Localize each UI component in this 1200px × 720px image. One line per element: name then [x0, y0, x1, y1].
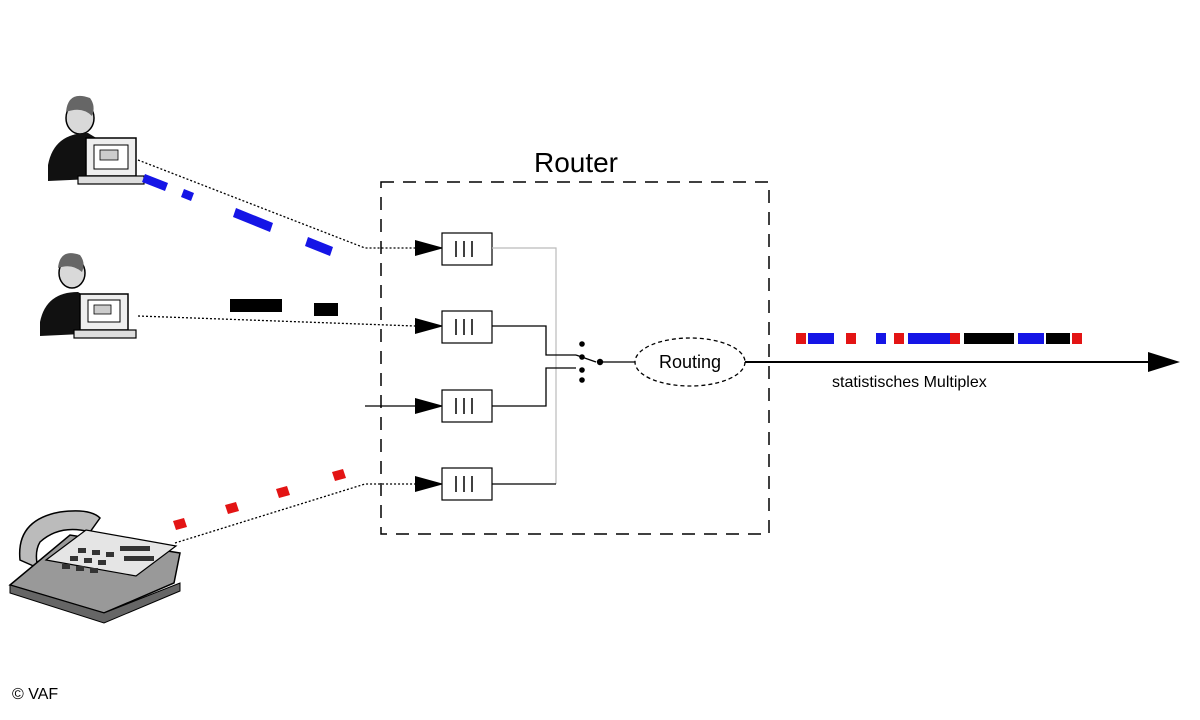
- switch-contacts: [579, 341, 604, 383]
- queue: [415, 389, 493, 423]
- queue: [415, 467, 493, 501]
- multiplex-packets: [796, 333, 1082, 344]
- routing-label: Routing: [659, 352, 721, 372]
- multiplex-label: statistisches Multiplex: [832, 374, 987, 391]
- blue-packets: [142, 174, 333, 256]
- queue: [415, 232, 493, 266]
- router-boundary: [380, 181, 770, 535]
- person-at-computer-icon: [40, 253, 137, 339]
- red-packets: [173, 469, 346, 530]
- input-links: [137, 159, 416, 544]
- person-at-computer-icon: [48, 95, 145, 185]
- copyright-notice: © VAF: [12, 686, 59, 703]
- queue: [415, 310, 493, 344]
- router-title: Router: [534, 147, 618, 178]
- switch-wiring: [492, 247, 636, 485]
- black-packets: [230, 299, 338, 316]
- telephone-icon: [8, 510, 181, 624]
- output-arrow: [1148, 352, 1180, 372]
